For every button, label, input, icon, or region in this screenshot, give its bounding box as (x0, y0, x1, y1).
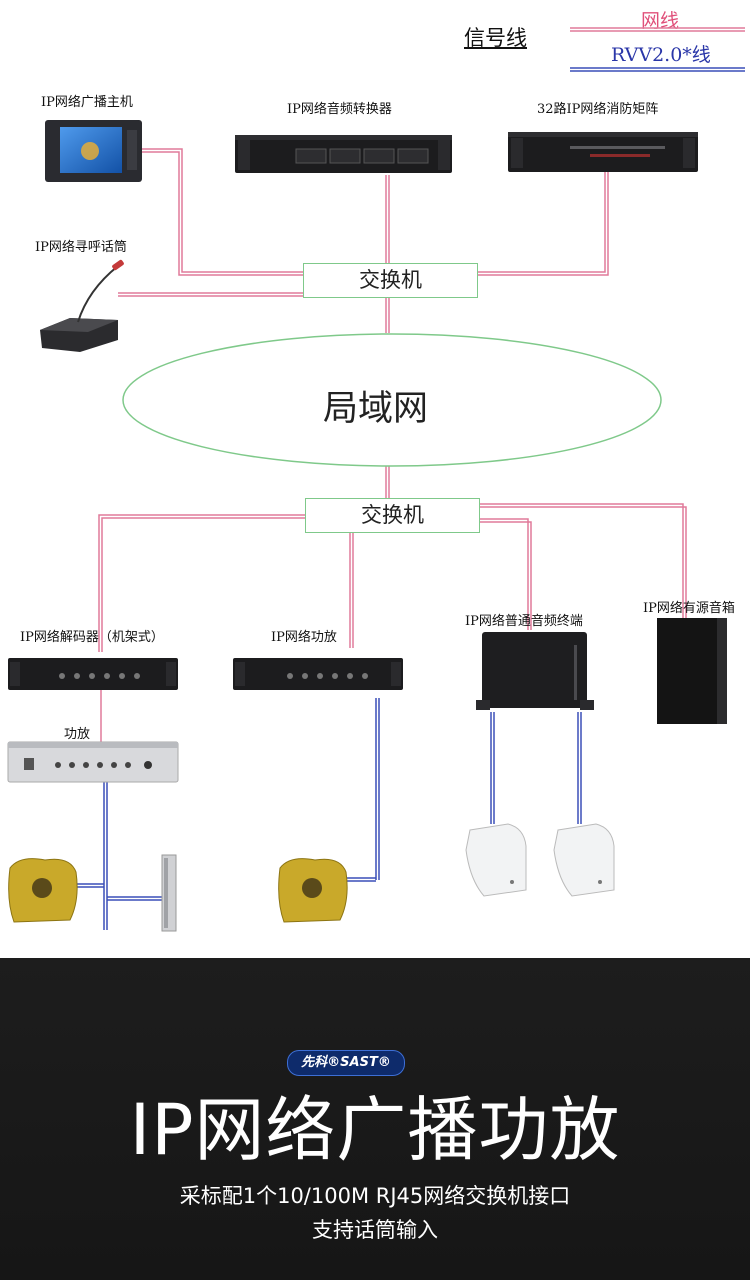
legend-rvv-cable-label: RVV2.0*线 (611, 44, 711, 66)
banner-line-2: 支持话筒输入 (312, 1218, 438, 1242)
decoder-device (8, 658, 178, 690)
legend-network-line (570, 27, 745, 32)
column-speaker (161, 854, 177, 932)
legend-network-cable-label: 网线 (641, 10, 680, 32)
label-paging-mic: IP网络寻呼话筒 (35, 240, 127, 255)
active-speaker-device (657, 618, 727, 724)
label-terminal: IP网络普通音频终端 (465, 614, 583, 629)
label-matrix: 32路IP网络消防矩阵 (537, 102, 659, 117)
host-device (45, 120, 142, 182)
product-banner (0, 958, 750, 1280)
paging-mic-device (40, 259, 124, 352)
label-amp: 功放 (64, 727, 91, 742)
rvv-cables (74, 698, 582, 930)
lan-ellipse (122, 333, 662, 467)
lan-label: 局域网 (323, 389, 429, 429)
terminal-device (476, 632, 594, 710)
label-converter: IP网络音频转换器 (287, 102, 392, 117)
banner-line-1: 采标配1个10/100M RJ45网络交换机接口 (179, 1184, 571, 1208)
banner-title: IP网络广播功放 (129, 1089, 621, 1171)
switch-top: 交换机 (303, 263, 478, 298)
network-diagram (7, 27, 745, 932)
rock-speaker-left (8, 858, 78, 923)
converter-device (235, 135, 452, 173)
wall-speaker-right (553, 823, 615, 897)
matrix-device (508, 132, 698, 172)
wall-speaker-left (465, 823, 527, 897)
label-amp-ip: IP网络功放 (271, 630, 337, 645)
brand-logo: 先科®SAST® (287, 1050, 405, 1076)
label-decoder: IP网络解码器（机架式） (20, 630, 164, 645)
ip-amp-device (233, 658, 403, 690)
amplifier-device (7, 741, 179, 783)
legend-title: 信号线 (464, 26, 527, 50)
rock-speaker-middle (278, 858, 348, 923)
legend-rvv-line (570, 67, 745, 72)
label-active-speaker: IP网络有源音箱 (643, 601, 735, 616)
switch-bottom: 交换机 (305, 498, 480, 533)
label-host: IP网络广播主机 (41, 95, 133, 110)
network-cables-bottom (98, 503, 687, 742)
network-cables-top (118, 148, 609, 498)
